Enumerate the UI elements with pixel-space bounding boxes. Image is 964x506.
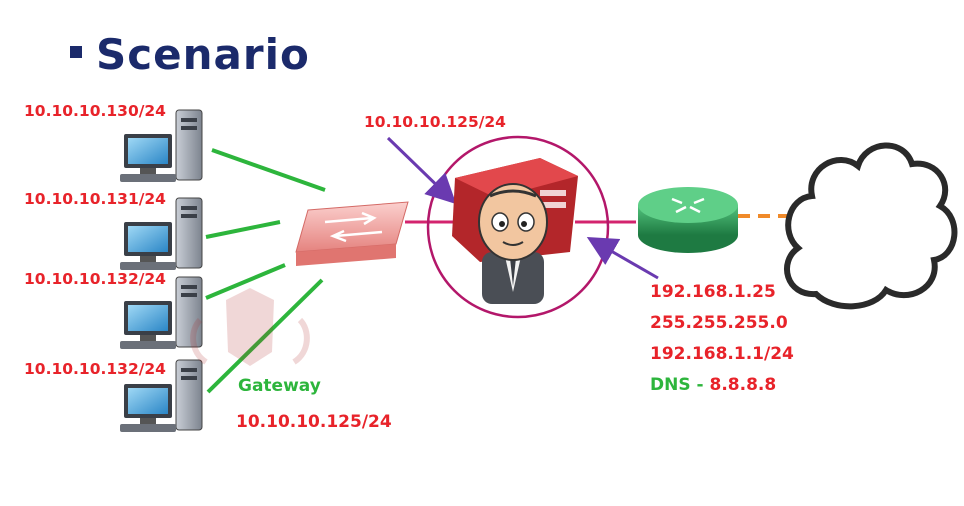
page-title: Scenario xyxy=(70,30,310,79)
gateway-ip: 10.10.10.125/24 xyxy=(236,412,392,432)
wan-dns: DNS - 8.8.8.8 xyxy=(650,375,776,395)
link-pc2-switch xyxy=(205,220,281,239)
client-1-ip: 10.10.10.130/24 xyxy=(24,102,166,120)
client-3-ip: 10.10.10.132/24 xyxy=(24,270,166,288)
watermark-crest xyxy=(190,288,310,366)
link-pc1-switch xyxy=(211,148,326,192)
switch-icon xyxy=(295,201,409,266)
dns-value: 8.8.8.8 xyxy=(709,375,777,395)
wan-ip: 192.168.1.25 xyxy=(650,282,776,302)
desktop-computer-icon xyxy=(120,197,203,270)
desktop-computer-icon xyxy=(120,359,203,432)
client-4-ip: 10.10.10.132/24 xyxy=(24,360,166,378)
desktop-computer-icon xyxy=(120,109,203,182)
dns-label: DNS xyxy=(650,375,691,395)
wan-gateway: 192.168.1.1/24 xyxy=(650,344,794,364)
proxy-highlight-circle xyxy=(426,135,610,319)
cloud-icon xyxy=(784,142,958,310)
link-pc4-switch xyxy=(206,278,324,394)
desktop-computer-icon xyxy=(120,276,203,349)
proxy-ip: 10.10.10.125/24 xyxy=(364,113,506,131)
page-title-text: Scenario xyxy=(96,30,310,79)
arrow-to-proxy xyxy=(386,136,457,205)
title-bullet-icon xyxy=(70,45,82,58)
proxy-server-icon xyxy=(452,158,578,304)
client-2-ip: 10.10.10.131/24 xyxy=(24,190,166,208)
arrow-from-wan-config xyxy=(586,237,659,280)
link-pc3-switch xyxy=(205,263,286,300)
wan-mask: 255.255.255.0 xyxy=(650,313,788,333)
router-icon xyxy=(638,187,738,253)
gateway-label: Gateway xyxy=(238,376,321,396)
dns-separator: - xyxy=(696,375,704,395)
